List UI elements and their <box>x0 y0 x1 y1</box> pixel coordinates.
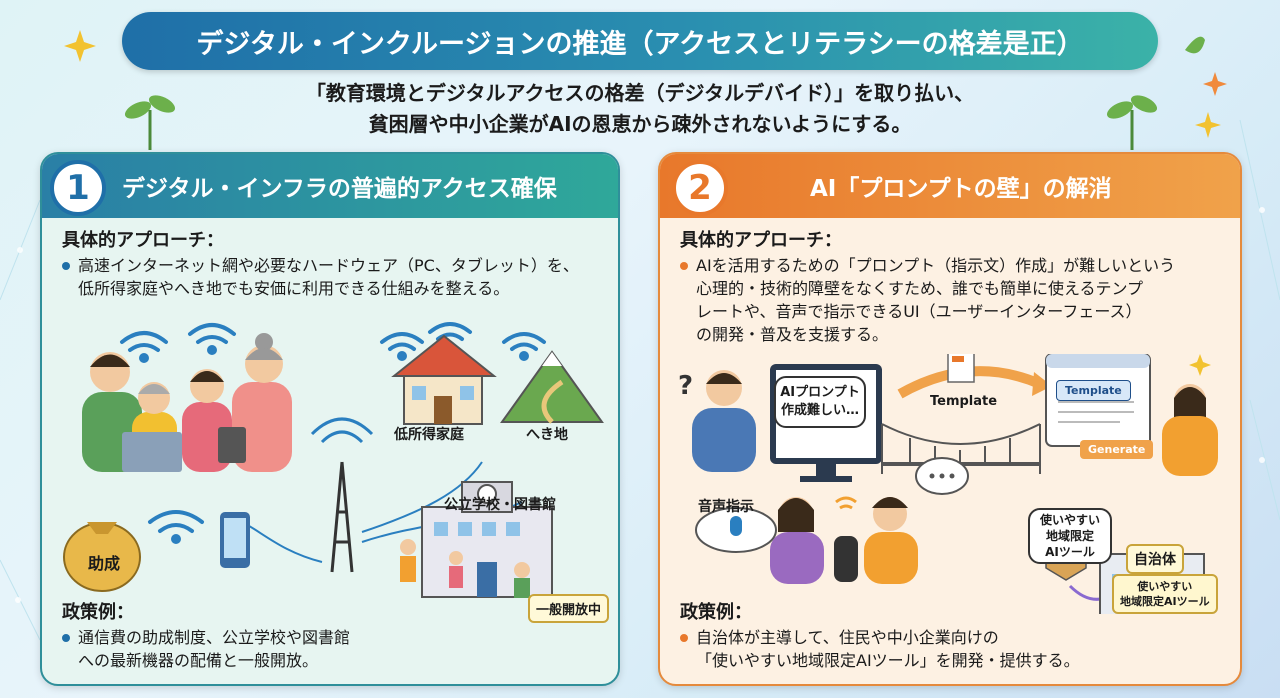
approach-line-3: レートや、音声で指示できるUI（ユーザーインターフェース） <box>696 302 1142 321</box>
approach-line-2: 心理的・技術的障壁をなくすため、誰でも簡単に使えるテンプ <box>696 279 1144 298</box>
infrastructure-illustration <box>63 322 604 598</box>
panel-number-badge: 1 <box>50 160 106 216</box>
voice-instruction-label: 音声指示 <box>698 499 754 515</box>
money-bag-icon <box>63 522 141 592</box>
prompt-difficulty-bubble: AIプロンプト 作成難しい… <box>774 376 866 428</box>
approach-text: AIを活用するための「プロンプト（指示文）作成」が難しいという 心理的・技術的障… <box>679 254 1176 346</box>
svg-text:?: ? <box>678 371 693 401</box>
approach-line-4: の開発・普及を支援する。 <box>696 325 889 344</box>
policy-label: 政策例： <box>680 602 752 623</box>
approach-label: 具体的アプローチ： <box>62 230 224 251</box>
chat-bubble-icon <box>915 457 969 495</box>
panel-number-badge: 2 <box>672 160 728 216</box>
school-library-label: 公立学校・図書館 <box>444 497 556 513</box>
smartphone-icon <box>220 512 250 568</box>
policy-text: 自治体が主導して、住民や中小企業向けの 「使いやすい地域限定AIツール」を開発・… <box>680 626 1080 672</box>
bubble-line-1: AIプロンプト <box>780 385 860 400</box>
policy-line-2: への最新機器の配備と一般開放。 <box>78 651 319 670</box>
family-illustration <box>82 333 292 472</box>
government-tool-sign: 使いやすい 地域限定AIツール <box>1112 574 1218 614</box>
panel-header: 1 デジタル・インフラの普遍的アクセス確保 <box>42 154 618 218</box>
remote-area-label: へき地 <box>526 427 568 443</box>
confused-person-illustration: ? <box>678 370 756 472</box>
cell-tower-illustration <box>310 417 374 573</box>
approach-text: 高速インターネット網や必要なハードウェア（PC、タブレット）を、 低所得家庭やへ… <box>62 254 579 300</box>
students-illustration <box>400 539 530 598</box>
approach-line-1: 高速インターネット網や必要なハードウェア（PC、タブレット）を、 <box>78 256 579 275</box>
template-chip: Template <box>1056 380 1131 401</box>
policy-line-1: 通信費の助成制度、公立学校や図書館 <box>78 628 351 647</box>
subsidy-label: 助成 <box>88 554 121 573</box>
two-people-illustration <box>770 497 918 584</box>
page-title: デジタル・インクルージョンの推進（アクセスとリテラシーの格差是正） <box>122 12 1158 70</box>
panel-title: デジタル・インフラの普遍的アクセス確保 <box>122 176 557 202</box>
template-arrow-label: Template <box>930 394 998 409</box>
open-to-public-tag: 一般開放中 <box>528 594 610 623</box>
panel-header: 2 AI「プロンプトの壁」の解消 <box>660 154 1240 218</box>
approach-line-2: 低所得家庭やへき地でも安価に利用できる仕組みを整える。 <box>78 279 510 298</box>
govt-tool-line-1: 使いやすい <box>1137 580 1193 593</box>
panel-title: AI「プロンプトの壁」の解消 <box>810 176 1112 202</box>
local-ai-tool-bubble: 使いやすい 地域限定 AIツール <box>1028 508 1112 564</box>
local-tool-line-3: AIツール <box>1045 545 1095 559</box>
subtitle-line-2: 貧困層や中小企業がAIの恩恵から疎外されないようにする。 <box>368 112 912 136</box>
mountain-illustration <box>500 350 604 424</box>
govt-tool-line-2: 地域限定AIツール <box>1120 595 1210 608</box>
policy-line-2: 「使いやすい地域限定AIツール」を開発・提供する。 <box>696 651 1080 670</box>
school-library-illustration <box>421 481 553 598</box>
subtitle-line-1: 「教育環境とデジタルアクセスの格差（デジタルデバイド）」を取り払い、 <box>305 81 975 105</box>
panel-prompt-wall: 2 AI「プロンプトの壁」の解消 具体的アプローチ： AIを活用するための「プロ… <box>658 152 1242 686</box>
page-subtitle: 「教育環境とデジタルアクセスの格差（デジタルデバイド）」を取り払い、 貧困層や中… <box>0 78 1280 140</box>
wifi-icon <box>835 496 857 510</box>
house-illustration <box>391 334 497 425</box>
approach-label: 具体的アプローチ： <box>680 230 842 251</box>
sprout-icon-left <box>124 95 176 150</box>
sprout-icon-right <box>1106 95 1158 150</box>
user-person-illustration <box>1162 384 1218 476</box>
policy-text: 通信費の助成制度、公立学校や図書館 への最新機器の配備と一般開放。 <box>61 626 351 672</box>
local-tool-line-2: 地域限定 <box>1045 529 1094 543</box>
generate-chip: Generate <box>1080 440 1154 459</box>
policy-label: 政策例： <box>62 602 134 623</box>
government-label: 自治体 <box>1126 544 1184 574</box>
leaf-icon <box>1185 36 1205 54</box>
microphone-icon <box>695 507 777 553</box>
bubble-line-2: 作成難しい… <box>780 403 859 418</box>
policy-line-1: 自治体が主導して、住民や中小企業向けの <box>696 628 999 647</box>
local-tool-line-1: 使いやすい <box>1039 513 1100 527</box>
approach-line-1: AIを活用するための「プロンプト（指示文）作成」が難しいという <box>696 256 1176 275</box>
low-income-label: 低所得家庭 <box>394 427 464 443</box>
document-icon <box>947 354 975 383</box>
panel-infrastructure: 1 デジタル・インフラの普遍的アクセス確保 具体的アプローチ： 高速インターネッ… <box>40 152 620 686</box>
